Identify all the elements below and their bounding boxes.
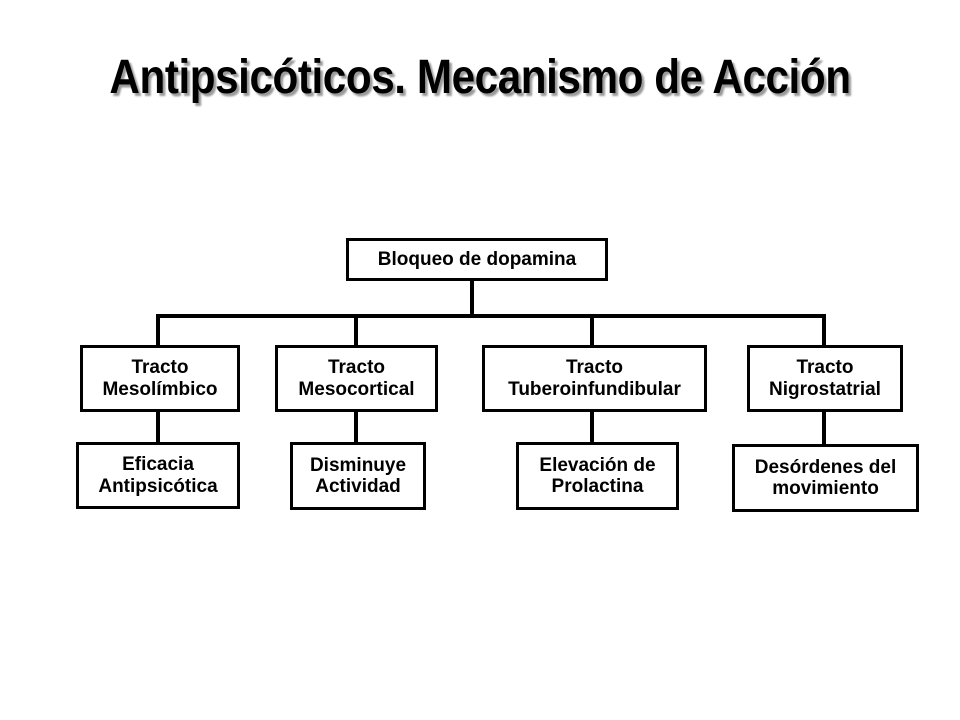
effect-node-disminuye: Disminuye Actividad — [290, 442, 426, 510]
connector-drop-1 — [156, 314, 160, 347]
effect-node-movimiento: Desórdenes del movimiento — [732, 444, 919, 512]
connector-effect-4 — [822, 411, 826, 446]
connector-effect-1 — [156, 411, 160, 444]
connector-horizontal-bar — [156, 314, 826, 318]
connector-drop-3 — [590, 314, 594, 347]
connector-effect-3 — [590, 411, 594, 444]
effect-node-eficacia: Eficacia Antipsicótica — [76, 442, 240, 509]
tract-node-nigrostatrial: Tracto Nigrostatrial — [747, 345, 903, 412]
tract-node-tuberoinfundibular: Tracto Tuberoinfundibular — [482, 345, 707, 412]
root-node: Bloqueo de dopamina — [346, 238, 608, 281]
tract-node-mesolimbico: Tracto Mesolímbico — [80, 345, 240, 412]
connector-effect-2 — [354, 411, 358, 444]
slide-title: Antipsicóticos. Mecanismo de Acción — [109, 51, 851, 104]
effect-node-prolactina: Elevación de Prolactina — [516, 442, 679, 510]
connector-drop-2 — [354, 314, 358, 347]
connector-drop-4 — [822, 314, 826, 347]
tract-node-mesocortical: Tracto Mesocortical — [275, 345, 438, 412]
connector-root-down — [470, 279, 474, 317]
